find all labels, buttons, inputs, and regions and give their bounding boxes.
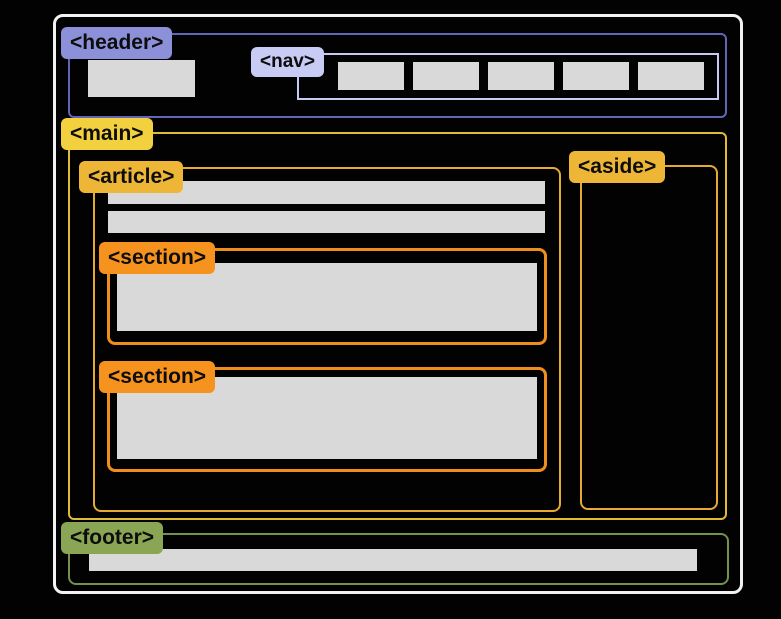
section-tag-label: <section> — [99, 361, 216, 393]
footer-bar-placeholder — [89, 549, 697, 571]
article-tag-label: <article> — [79, 161, 184, 193]
header-outline — [68, 33, 727, 118]
footer-tag-label: <footer> — [61, 522, 164, 554]
page-frame — [53, 14, 743, 594]
section-tag-label: <section> — [99, 242, 216, 274]
content-placeholder — [117, 263, 537, 331]
section-outline — [107, 248, 547, 345]
article-outline — [93, 167, 561, 512]
nav-item-placeholder — [338, 62, 404, 90]
nav-item-placeholder — [563, 62, 629, 90]
nav-item-placeholder — [413, 62, 479, 90]
text-line-placeholder — [108, 181, 545, 204]
aside-tag-label: <aside> — [569, 151, 666, 183]
logo-placeholder — [88, 60, 195, 97]
nav-item-placeholder — [638, 62, 704, 90]
main-outline — [68, 132, 727, 520]
footer-outline — [68, 533, 729, 585]
main-tag-label: <main> — [61, 118, 153, 150]
aside-outline — [580, 165, 718, 510]
section-outline — [107, 367, 547, 472]
nav-items — [338, 62, 704, 90]
text-line-placeholder — [108, 211, 545, 233]
header-tag-label: <header> — [61, 27, 173, 59]
nav-tag-label: <nav> — [251, 47, 324, 77]
nav-item-placeholder — [488, 62, 554, 90]
